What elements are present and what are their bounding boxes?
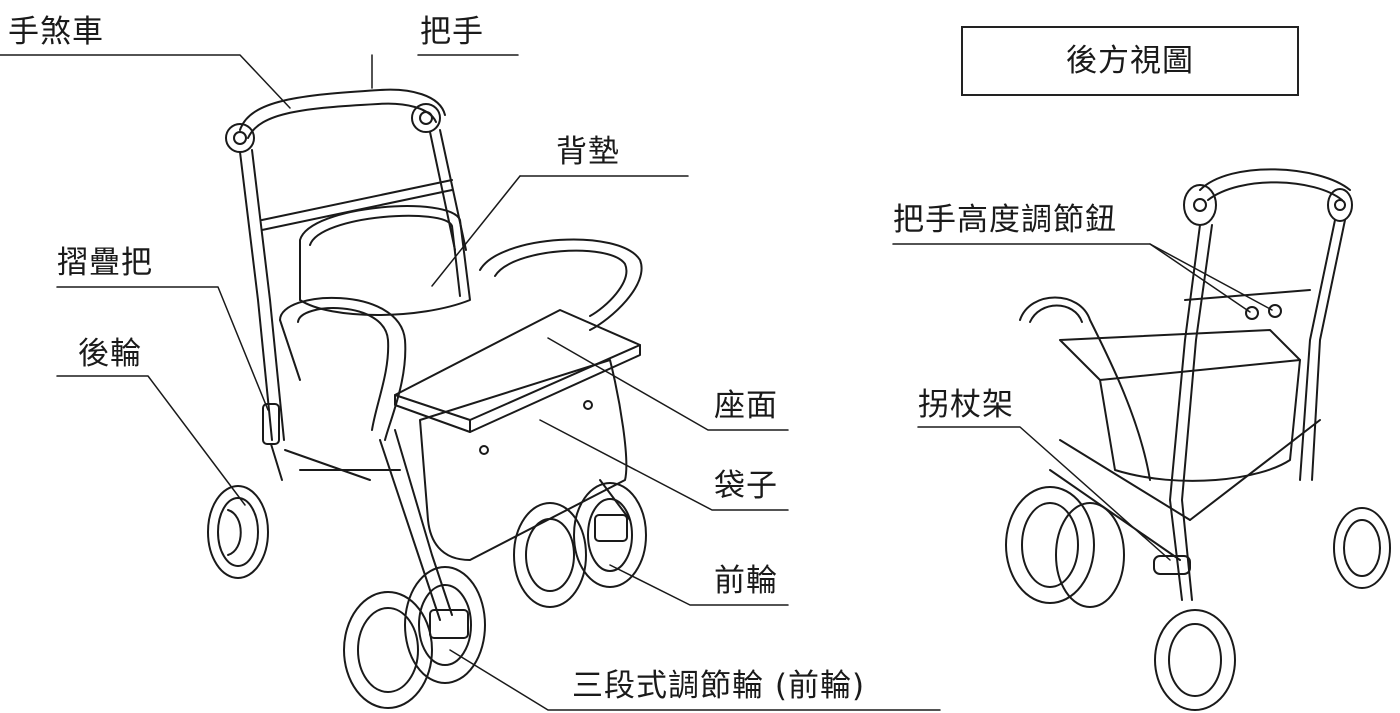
label-rear-wheel: 後輪 bbox=[78, 336, 142, 372]
label-handle: 把手 bbox=[420, 14, 484, 50]
rear-view-title: 後方視圖 bbox=[1066, 43, 1194, 79]
rear-view-title-box: 後方視圖 bbox=[961, 26, 1299, 96]
leader-lines-left bbox=[0, 54, 941, 711]
leader-lines-right bbox=[892, 243, 1273, 561]
label-cane-holder: 拐杖架 bbox=[918, 387, 1014, 423]
label-bag: 袋子 bbox=[714, 468, 778, 504]
label-seat: 座面 bbox=[714, 388, 778, 424]
label-folding-lever: 摺疊把 bbox=[57, 245, 153, 281]
label-front-wheel: 前輪 bbox=[714, 563, 778, 599]
rear-view-drawing bbox=[1005, 168, 1391, 711]
label-handle-height-knob: 把手高度調節鈕 bbox=[893, 202, 1117, 238]
label-backrest: 背墊 bbox=[556, 134, 620, 170]
front-view-drawing bbox=[207, 88, 647, 709]
label-three-stage-wheel: 三段式調節輪 (前輪) bbox=[572, 668, 866, 704]
label-hand-brake: 手煞車 bbox=[8, 14, 104, 50]
